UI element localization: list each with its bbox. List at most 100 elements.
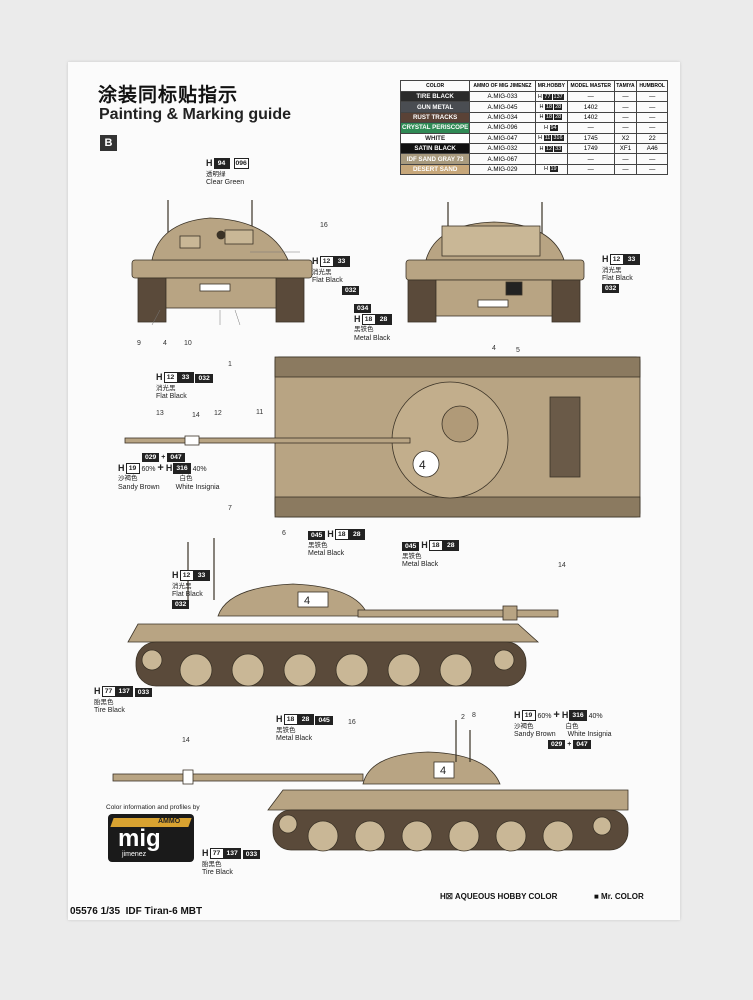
table-header: MR.HOBBY xyxy=(534,80,569,92)
table-cell: A46 xyxy=(636,142,668,155)
rear-view-drawing xyxy=(405,202,585,323)
table-cell: — xyxy=(613,153,638,165)
page-title-chinese: 涂装同标贴指示 xyxy=(98,84,239,106)
turret-number-side-left: 4 xyxy=(304,595,310,607)
mrhobby-c-code: 28 xyxy=(554,104,563,111)
table-header: HUMBROL xyxy=(636,80,668,92)
part-number: 7 xyxy=(228,505,232,512)
table-cell: — xyxy=(567,163,615,176)
mrhobby-h-code: 19 xyxy=(549,166,558,173)
table-cell: — xyxy=(567,90,615,103)
color-name-cell: CRYSTAL PERISCOPE xyxy=(399,122,471,134)
mig-jimenez-logo: AMMO mig jimenez xyxy=(108,814,194,862)
mrhobby-h-code: 18 xyxy=(544,104,554,111)
part-number: 1 xyxy=(228,361,232,368)
table-cell: X2 xyxy=(613,132,638,144)
legend-aqueous: H☒ AQUEOUS HOBBY COLOR xyxy=(440,892,558,901)
instruction-sheet: 涂装同标贴指示 Painting & Marking guide B COLOR… xyxy=(68,62,680,920)
table-cell: 1745 xyxy=(567,132,615,144)
part-number: 6 xyxy=(282,530,286,537)
logo-bottom-text: jimenez xyxy=(122,851,147,858)
part-number: 13 xyxy=(156,410,164,417)
table-cell: 1402 xyxy=(567,111,615,124)
mrhobby-h-code: 94 xyxy=(549,124,558,131)
color-name-cell: GUN METAL xyxy=(399,101,471,113)
table-cell: 22 xyxy=(636,132,668,144)
table-header: TAMIYA xyxy=(613,80,638,92)
color-name-cell: TIRE BLACK xyxy=(399,90,471,103)
top-view-drawing: 4 xyxy=(124,356,641,518)
turret-number-top: 4 xyxy=(419,458,426,472)
part-number: 14 xyxy=(558,562,566,569)
footer-code: 05576 1/35 IDF Tiran-6 MBT xyxy=(70,906,202,917)
table-cell: A.MIG-032 xyxy=(469,142,536,155)
table-cell: A.MIG-034 xyxy=(469,111,536,124)
footer-kit-name: IDF Tiran-6 MBT xyxy=(125,906,203,917)
table-cell: 1749 xyxy=(567,142,615,155)
table-cell: — xyxy=(567,153,615,165)
table-cell: — xyxy=(636,101,668,113)
mrhobby-h-code: 18 xyxy=(544,114,554,121)
table-cell: — xyxy=(613,111,638,124)
table-cell: — xyxy=(613,163,638,176)
right-side-view-drawing: 4 xyxy=(112,720,629,852)
table-cell: A.MIG-067 xyxy=(469,153,536,165)
table-cell: — xyxy=(636,122,668,134)
part-number: 2 xyxy=(461,714,465,721)
table-cell: — xyxy=(636,163,668,176)
part-number: 16 xyxy=(348,719,356,726)
logo-main-text: mig xyxy=(118,825,161,852)
table-cell: — xyxy=(636,111,668,124)
table-cell: A.MIG-045 xyxy=(469,101,536,113)
table-cell: — xyxy=(613,90,638,103)
part-number: 8 xyxy=(472,712,476,719)
part-number: 14 xyxy=(182,737,190,744)
section-badge: B xyxy=(100,135,117,151)
turret-number-side-right: 4 xyxy=(440,765,446,777)
color-reference-table: COLOR AMMO OF MIG JIMENEZ MR.HOBBY MODEL… xyxy=(399,80,668,176)
table-cell: — xyxy=(636,153,668,165)
left-side-view-drawing: 4 xyxy=(127,538,559,687)
color-name-cell: WHITE xyxy=(399,132,471,144)
front-view-drawing xyxy=(131,200,313,326)
table-header: AMMO OF MIG JIMENEZ xyxy=(469,80,536,92)
legend-mr-color: ■ Mr. COLOR xyxy=(594,892,644,901)
mrhobby-c-code: 33 xyxy=(554,145,563,152)
credit-text: Color information and profiles by xyxy=(106,804,200,811)
mrhobby-h-code: 11 xyxy=(543,135,552,142)
part-number: 14 xyxy=(192,412,200,419)
table-cell: A.MIG-029 xyxy=(469,163,536,176)
mrhobby-cell: H 94 xyxy=(534,122,569,134)
part-number: 12 xyxy=(214,410,222,417)
page-title: Painting & Marking guide xyxy=(99,106,292,123)
part-number: 11 xyxy=(256,409,264,416)
color-name-cell: SATIN BLACK xyxy=(399,142,471,155)
table-cell: A.MIG-033 xyxy=(469,90,536,103)
mrhobby-c-code: 28 xyxy=(554,114,563,121)
table-cell: A.MIG-096 xyxy=(469,122,536,134)
mrhobby-h-code: 12 xyxy=(544,145,554,152)
part-number: 4 xyxy=(492,345,496,352)
table-header: MODEL MASTER xyxy=(567,80,615,92)
part-number: 9 xyxy=(137,340,141,347)
table-cell: XF1 xyxy=(613,142,638,155)
footer-kit-code: 05576 1/35 xyxy=(70,906,121,917)
table-header-row: COLOR AMMO OF MIG JIMENEZ MR.HOBBY MODEL… xyxy=(399,80,668,92)
